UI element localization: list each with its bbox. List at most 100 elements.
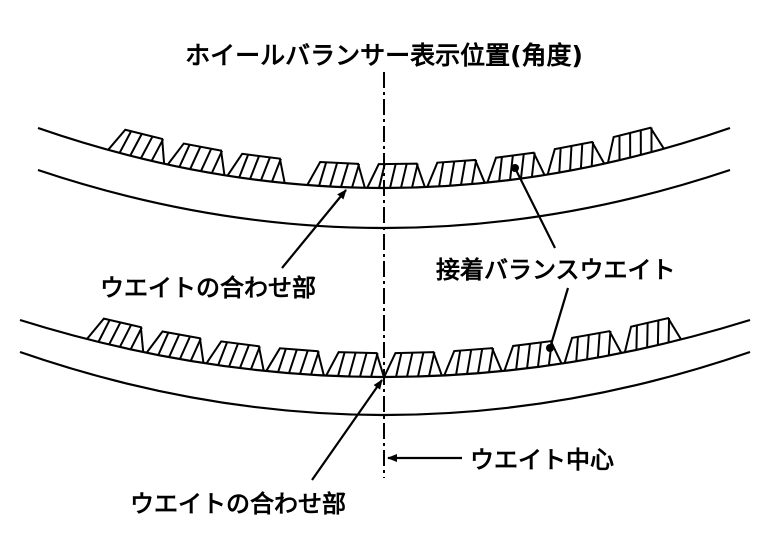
balance-weight	[85, 317, 145, 353]
hatch-line	[515, 345, 521, 370]
hatch-line	[536, 342, 542, 368]
balance-weight	[306, 161, 366, 189]
hatch-line	[519, 153, 525, 179]
balance-weight	[383, 351, 443, 378]
hatch-line	[639, 130, 642, 155]
leader-dot	[546, 344, 554, 352]
joint-bottom-label: ウエイトの合わせ部	[130, 490, 346, 518]
hatch-line	[178, 144, 191, 168]
hatch-line	[329, 162, 339, 187]
hatch-line	[238, 154, 250, 178]
hatch-line	[340, 163, 350, 188]
hatch-line	[389, 163, 397, 189]
hatch-line	[470, 159, 478, 185]
hatch-line	[466, 349, 473, 375]
balance-weight	[325, 351, 385, 378]
hatch-line	[288, 349, 298, 374]
hatch-line	[351, 163, 361, 188]
hatch-line	[579, 143, 584, 169]
hatch-line	[438, 162, 445, 187]
hatch-line	[217, 341, 229, 366]
hatch-line	[249, 346, 261, 370]
hatch-line	[378, 163, 386, 189]
adhesive-weight-leader-top	[514, 167, 556, 249]
hatch-line	[189, 337, 202, 362]
hatch-line	[210, 150, 223, 174]
hatch-line	[129, 133, 143, 157]
balance-weight	[166, 142, 226, 176]
hatch-line	[558, 147, 562, 173]
diagram-title: ホイールバランサー表示位置(角度)	[185, 41, 583, 70]
hatch-line	[575, 336, 579, 362]
hatch-line	[228, 343, 239, 367]
bottom-rim-inner-arc	[19, 350, 751, 417]
balance-weight	[205, 340, 265, 372]
hatch-line	[277, 348, 287, 373]
hatch-line	[449, 161, 456, 187]
balance-weight	[486, 151, 546, 184]
hatch-line	[569, 145, 573, 171]
hatch-line	[618, 135, 621, 161]
joint-bottom-arrow	[311, 379, 383, 481]
balance-weight	[145, 330, 205, 364]
balance-weight	[546, 140, 606, 176]
hatch-line	[460, 160, 467, 186]
leader-dot	[511, 164, 519, 172]
hatch-line	[406, 352, 414, 378]
top-rim	[37, 126, 731, 230]
hatch-line	[348, 352, 357, 377]
balance-weight	[265, 347, 325, 377]
balance-weight	[563, 330, 623, 364]
hatch-line	[487, 347, 495, 373]
hatch-line	[455, 350, 462, 376]
hatch-line	[370, 352, 379, 378]
hatch-line	[318, 162, 328, 187]
hatch-line	[530, 152, 536, 178]
balance-weight	[426, 158, 486, 188]
top-rim-outer-arc	[37, 126, 731, 190]
hatch-line	[118, 324, 133, 348]
hatch-line	[139, 136, 154, 159]
hatch-line	[150, 138, 165, 162]
hatch-line	[395, 352, 403, 378]
hatch-line	[477, 348, 484, 374]
hatch-line	[189, 146, 202, 170]
hatch-line	[249, 155, 260, 180]
hatch-line	[179, 336, 191, 360]
hatch-line	[337, 352, 346, 377]
balance-weight	[366, 162, 426, 189]
hatch-line	[411, 163, 419, 188]
balance-weight	[623, 317, 683, 353]
hatch-line	[260, 157, 271, 181]
hatch-line	[590, 141, 595, 167]
adhesive-weight-leader-bottom	[548, 287, 570, 349]
balance-weight	[606, 126, 665, 164]
hatch-line	[498, 156, 503, 182]
hatch-line	[270, 158, 282, 183]
balance-weight	[503, 340, 563, 372]
hatch-line	[108, 321, 122, 345]
hatch-line	[656, 320, 660, 346]
hatch-line	[168, 334, 181, 358]
hatch-line	[635, 325, 638, 351]
hatch-line	[650, 127, 653, 153]
hatch-line	[118, 130, 132, 154]
hatch-line	[526, 343, 531, 369]
joint-top-arrow	[281, 189, 347, 269]
bottom-weights	[85, 317, 683, 378]
hatch-line	[667, 317, 671, 343]
hatch-line	[359, 352, 368, 378]
joint-top-label: ウエイトの合わせ部	[100, 274, 316, 302]
hatch-line	[157, 332, 170, 356]
top-weights	[107, 126, 665, 189]
adhesive-weight-label: 接着バランスウエイト	[436, 256, 676, 284]
hatch-line	[586, 334, 590, 360]
hatch-line	[310, 350, 320, 376]
balance-weight	[107, 128, 166, 165]
hatch-line	[97, 319, 111, 343]
hatch-line	[299, 350, 309, 375]
hatch-line	[629, 132, 632, 158]
hatch-line	[200, 148, 213, 172]
hatch-line	[239, 344, 250, 369]
weight-center-label: ウエイト中心	[470, 446, 614, 474]
